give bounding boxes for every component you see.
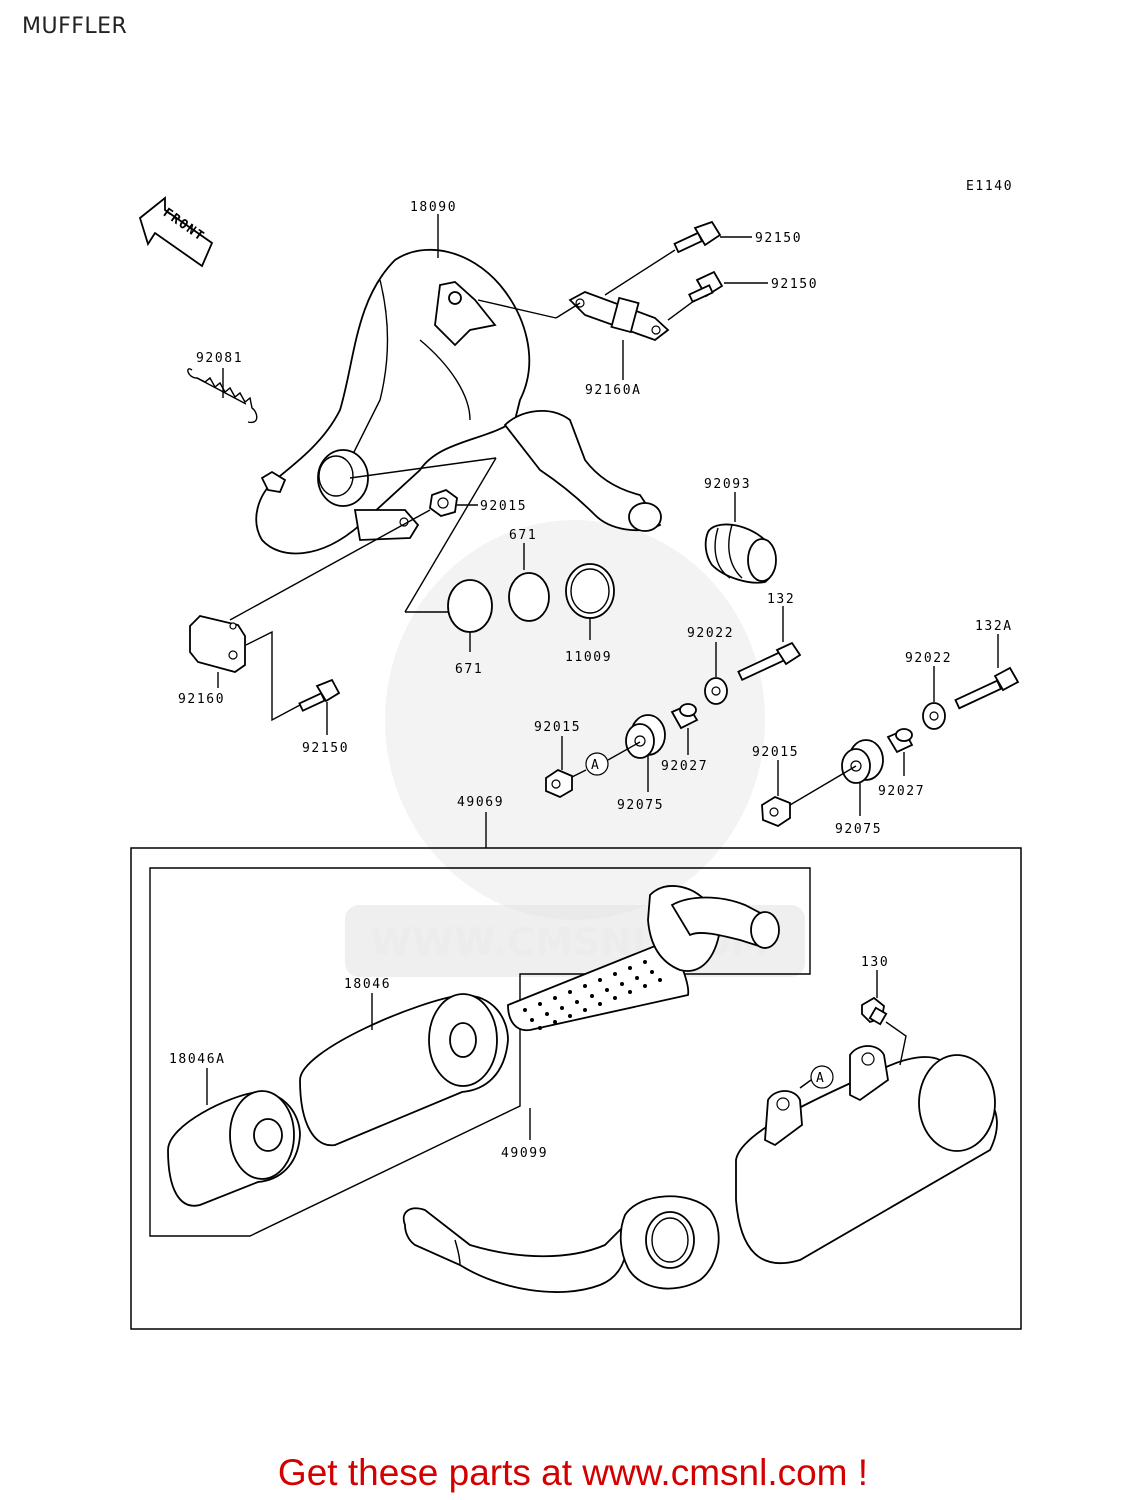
part-label-92075-a: 92075 (617, 798, 664, 813)
part-label-132A: 132A (975, 619, 1013, 634)
part-label-49099: 49099 (501, 1146, 548, 1161)
expansion-chamber (255, 248, 662, 555)
nut-92015-a (429, 488, 458, 517)
perforated-core-pipe (507, 885, 780, 1032)
part-label-92150-c: 92150 (302, 741, 349, 756)
part-label-92015-b: 92015 (534, 720, 581, 735)
outlet-pipe (402, 1195, 720, 1293)
o-ring-671-right (508, 572, 550, 622)
collar-92027-a (670, 703, 699, 730)
muffler-outer-shell (735, 1045, 998, 1265)
bracket-92160 (189, 615, 246, 673)
part-label-92022-a: 92022 (687, 626, 734, 641)
part-label-671-a: 671 (509, 528, 537, 543)
washer-92022-a (704, 677, 728, 705)
part-label-92160: 92160 (178, 692, 225, 707)
bolt-92150-top (673, 220, 724, 304)
damper-92075-b (841, 739, 884, 784)
part-label-92081: 92081 (196, 351, 243, 366)
bolt-132A (954, 666, 1020, 710)
bolt-130 (861, 996, 888, 1026)
part-label-92015-a: 92015 (480, 499, 527, 514)
part-label-92093: 92093 (704, 477, 751, 492)
nut-92015-b (545, 768, 573, 799)
bolt-132 (737, 641, 802, 682)
washer-92022-b (922, 702, 946, 730)
footer-cta-link[interactable]: Get these parts at www.cmsnl.com ! (277, 1452, 869, 1493)
part-label-18046A: 18046A (169, 1052, 226, 1067)
o-ring-671-left (447, 579, 493, 633)
part-label-92160A: 92160A (585, 383, 642, 398)
part-label-92075-b: 92075 (835, 822, 882, 837)
spring-92081 (187, 368, 258, 424)
page-title: MUFFLER (22, 14, 128, 39)
reference-marker-a-1: A (591, 758, 600, 773)
part-label-18090: 18090 (410, 200, 457, 215)
part-label-92022-b: 92022 (905, 651, 952, 666)
front-arrow-icon: FRONT (138, 196, 214, 268)
bolt-92150-lower (298, 678, 341, 712)
sub-assembly-outline-49099 (149, 867, 811, 1237)
grommet-92093 (704, 523, 777, 584)
part-label-130: 130 (861, 955, 889, 970)
part-label-92150-b: 92150 (771, 277, 818, 292)
part-label-92027-a: 92027 (661, 759, 708, 774)
packing-18046A (167, 1090, 301, 1207)
packing-18046 (299, 993, 509, 1147)
part-label-11009: 11009 (565, 650, 612, 665)
part-label-92150-a: 92150 (755, 231, 802, 246)
nut-92015-c (761, 795, 791, 828)
collar-92027-b (886, 728, 914, 754)
assembly-box-49069 (130, 847, 1022, 1330)
bracket-92160A (568, 291, 670, 342)
part-label-18046: 18046 (344, 977, 391, 992)
diagram-code: E1140 (966, 179, 1013, 194)
part-label-92027-b: 92027 (878, 784, 925, 799)
reference-marker-a-2: A (816, 1071, 825, 1086)
gasket-11009 (565, 563, 615, 619)
part-label-671-b: 671 (455, 662, 483, 677)
part-label-49069: 49069 (457, 795, 504, 810)
part-label-132: 132 (767, 592, 795, 607)
part-label-92015-c: 92015 (752, 745, 799, 760)
